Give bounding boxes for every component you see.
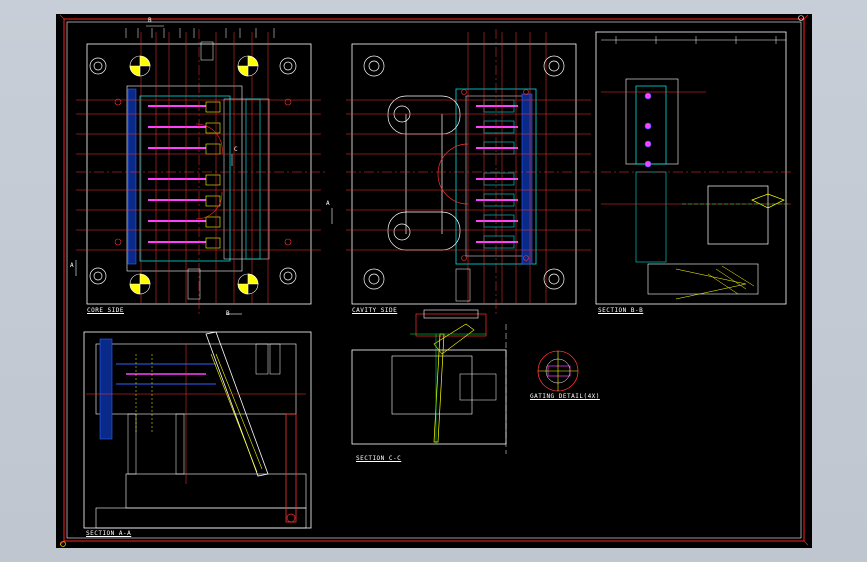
drawing-sheet[interactable]: CORE SIDE CAVITY SIDE SECTION B-B SECTIO… xyxy=(56,14,812,548)
cut-mark-a-left: A xyxy=(70,262,75,269)
section-aa-outline-steps xyxy=(127,343,281,475)
section-bb-hatching xyxy=(707,265,755,295)
cut-mark-b-bottom: B xyxy=(226,310,231,317)
cavity-dimension-lines xyxy=(346,32,591,304)
label-gating-detail: GATING DETAIL(4X) xyxy=(530,393,600,400)
section-bb-view xyxy=(595,31,791,305)
label-core-side: CORE SIDE xyxy=(87,307,125,314)
cavity-insert-boxes xyxy=(483,99,515,249)
section-bb-top-ticks xyxy=(601,36,786,44)
section-aa-cooling-lines xyxy=(116,363,216,385)
core-slider-rows xyxy=(148,105,206,243)
section-bb-markers xyxy=(644,92,652,168)
mold-assembly-drawing xyxy=(59,14,809,547)
frame-corner-marker xyxy=(60,541,66,547)
label-section-bb: SECTION B-B xyxy=(598,307,644,314)
label-section-aa: SECTION A-A xyxy=(86,530,132,537)
cavity-side-view xyxy=(346,29,596,314)
core-side-view xyxy=(76,28,326,314)
core-dimension-lines xyxy=(76,32,321,304)
angled-lifter xyxy=(205,331,269,477)
section-aa-view xyxy=(83,331,312,529)
core-return-pins xyxy=(129,55,259,295)
frame-corner-marker xyxy=(798,15,804,21)
cavity-screw-holes xyxy=(461,89,529,261)
sheet-inner-frame xyxy=(66,21,802,539)
label-cavity-side: CAVITY SIDE xyxy=(352,307,398,314)
core-guide-pins xyxy=(89,57,297,285)
label-section-cc: SECTION C-C xyxy=(356,455,402,462)
cavity-slider-rows xyxy=(476,105,518,243)
cut-mark-b-top: B xyxy=(148,17,153,24)
sheet-outer-frame xyxy=(63,18,805,542)
core-ejector-holes xyxy=(114,98,292,246)
cavity-slide-housings xyxy=(387,95,461,251)
section-cc-view xyxy=(351,309,507,454)
cut-plane-arrows xyxy=(75,25,333,315)
section-bb-lines xyxy=(601,91,791,205)
frame-tick-marks xyxy=(59,14,809,546)
section-aa-dim-lines xyxy=(86,344,306,484)
core-dimension-ticks xyxy=(125,28,275,38)
cavity-guide-bushings xyxy=(363,55,565,290)
angled-lifter-hatch xyxy=(210,353,263,473)
gating-detail-view xyxy=(537,350,579,392)
cut-mark-c: C xyxy=(234,146,239,153)
cut-mark-a-right: A xyxy=(326,200,331,207)
core-slider-blocks xyxy=(205,101,221,249)
